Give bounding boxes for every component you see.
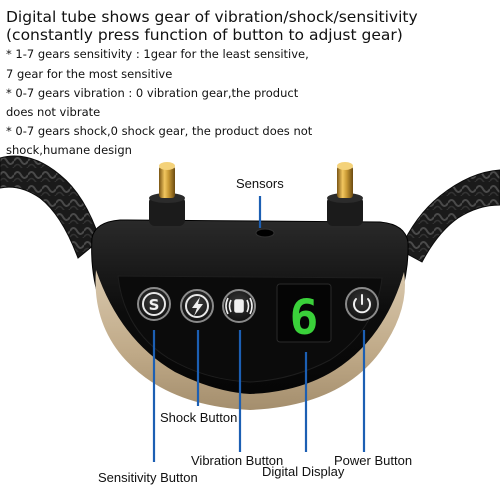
left-sensor-post (149, 162, 185, 226)
shock-button-label: Shock Button (160, 410, 238, 425)
lightning-icon (192, 297, 203, 316)
description-note-3: * 0-7 gears vibration : 0 vibration gear… (6, 86, 299, 100)
description-title-line-1: Digital tube shows gear of vibration/sho… (6, 8, 418, 26)
shock-button[interactable] (180, 289, 214, 323)
power-icon (353, 294, 371, 314)
sensors-label: Sensors (236, 176, 284, 191)
digital-display-label: Digital Display (262, 464, 345, 479)
letter-s-icon: S (149, 296, 160, 314)
description-note-6: shock,humane design (6, 143, 132, 157)
power-button-label: Power Button (334, 453, 413, 468)
power-button[interactable] (345, 287, 379, 321)
sensor-hole (255, 228, 275, 238)
description-note-5: * 0-7 gears shock,0 shock gear, the prod… (6, 124, 313, 138)
vibration-button[interactable] (222, 289, 256, 323)
device-trim (95, 270, 405, 410)
display-digit: 6 (290, 290, 319, 346)
left-strap (0, 155, 101, 259)
description-note-2: 7 gear for the most sensitive (6, 67, 173, 81)
callout-pointers (152, 196, 366, 462)
description-note-1: * 1-7 gears sensitivity : 1gear for the … (6, 47, 309, 61)
description-title-line-2: (constantly press function of button to … (6, 26, 403, 44)
right-sensor-post (327, 162, 363, 226)
right-strap (399, 169, 500, 263)
sensitivity-button[interactable]: S (137, 287, 171, 321)
vibration-icon (225, 297, 253, 315)
description-note-4: does not vibrate (6, 105, 101, 119)
digital-display: 6 (276, 283, 332, 346)
sensitivity-button-label: Sensitivity Button (98, 470, 198, 485)
vibration-button-label: Vibration Button (191, 453, 284, 468)
